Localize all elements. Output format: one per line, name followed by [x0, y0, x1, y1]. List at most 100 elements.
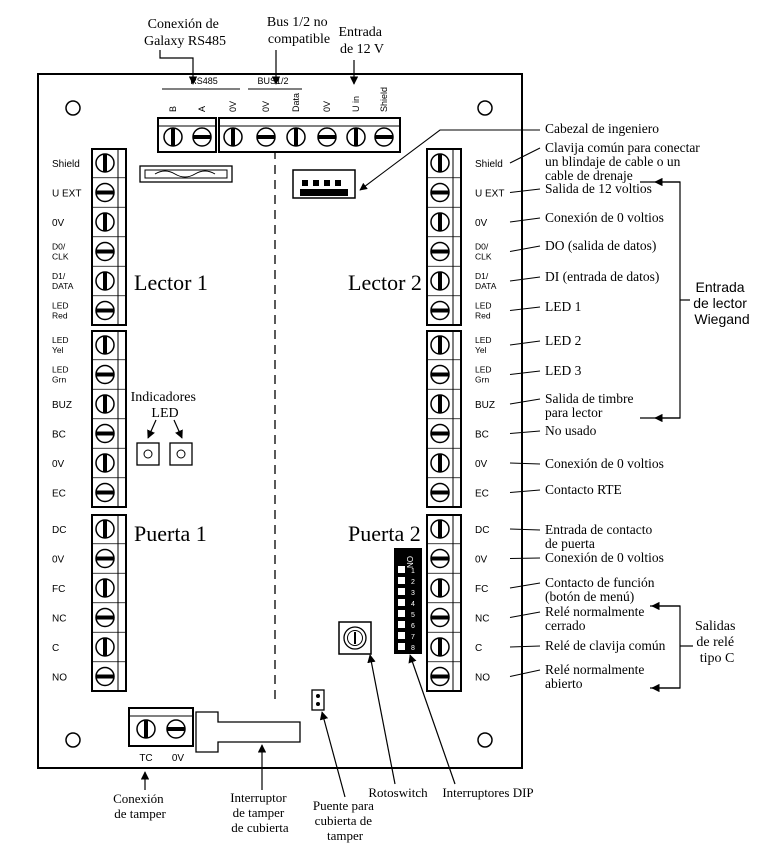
- screw-terminal-icon: [95, 637, 115, 657]
- dip-number: 5: [411, 612, 415, 619]
- terminal-label: FC: [52, 584, 65, 595]
- terminal-label: Shield: [475, 159, 503, 170]
- screw-terminal-icon: [95, 607, 115, 628]
- terminal-label: 0V: [52, 555, 65, 566]
- dip-key: [398, 610, 405, 617]
- screw-terminal-icon: [95, 271, 115, 291]
- top-pin-label: 0V: [228, 101, 238, 112]
- left-terminal-strip: [91, 148, 127, 692]
- label-salidas-rele: Salidas de relé tipo C: [695, 619, 739, 666]
- top-terminal-blocks: [157, 117, 401, 153]
- leader-engineer-header: [359, 129, 540, 191]
- annotation-label: Conexión de 0 voltios: [545, 550, 664, 565]
- screw-terminal-icon: [430, 453, 450, 473]
- dip-key: [398, 643, 405, 650]
- label-wiegand: Entrada de lector Wiegand: [693, 279, 751, 327]
- leader-line: [509, 398, 541, 405]
- mounting-hole-icon: [65, 732, 81, 748]
- led-indicator-icon: [169, 442, 193, 466]
- terminal-label: NC: [52, 614, 66, 625]
- dip-key: [398, 599, 405, 606]
- engineer-header-icon: [292, 169, 356, 199]
- screw-terminal-icon: [95, 453, 115, 473]
- tamper-jumper-icon: [311, 689, 325, 711]
- annotation-label: LED 2: [545, 333, 581, 348]
- top-pin-label: U in: [351, 96, 361, 112]
- label-rotoswitch: Rotoswitch: [368, 785, 428, 800]
- leader-line: [509, 645, 541, 648]
- tamper-terminal-tc: TC: [139, 753, 152, 764]
- dip-number: 4: [411, 601, 415, 608]
- screw-terminal-icon: [430, 548, 450, 569]
- right-terminal-strip: [426, 148, 462, 692]
- terminal-label: EC: [52, 489, 66, 500]
- screw-terminal-icon: [430, 271, 450, 291]
- label-interruptor-tamper: Interruptor de tamper de cubierta: [230, 790, 290, 835]
- tamper-terminal-block: [128, 707, 194, 747]
- terminal-label: D1/DATA: [475, 271, 497, 291]
- terminal-label: U EXT: [52, 189, 81, 200]
- terminal-label: 0V: [475, 459, 488, 470]
- cover-tamper-switch-icon: [195, 711, 301, 753]
- dip-number: 3: [411, 590, 415, 597]
- label-galaxy-rs485: Conexión de Galaxy RS485: [144, 17, 226, 49]
- screw-terminal-icon: [430, 364, 450, 385]
- screw-terminal-icon: [256, 127, 276, 147]
- screw-terminal-icon: [136, 719, 156, 739]
- screw-terminal-icon: [95, 666, 115, 687]
- screw-terminal-icon: [286, 127, 306, 147]
- leader-line: [509, 276, 541, 282]
- label-indicadores-led: Indicadores LED: [131, 390, 200, 421]
- dip-number: 7: [411, 634, 415, 641]
- screw-terminal-icon: [430, 423, 450, 444]
- label-bus-no-compatible: Bus 1/2 no compatible: [267, 15, 331, 47]
- screw-terminal-icon: [374, 127, 394, 147]
- fuse-icon: [139, 165, 233, 183]
- terminal-label: BUZ: [52, 400, 72, 411]
- screw-terminal-icon: [166, 719, 186, 739]
- mounting-hole-icon: [477, 100, 493, 116]
- terminal-label: BUZ: [475, 400, 495, 411]
- title-puerta-2: Puerta 2: [348, 521, 421, 546]
- dip-key: [398, 566, 405, 573]
- label-conexion-tamper: Conexión de tamper: [113, 791, 167, 821]
- annotation-label: LED 3: [545, 363, 582, 378]
- screw-terminal-icon: [95, 548, 115, 569]
- mounting-hole-icon: [65, 100, 81, 116]
- label-entrada-12v: Entrada de 12 V: [338, 25, 385, 57]
- leader-line: [509, 669, 541, 678]
- screw-terminal-icon: [430, 637, 450, 657]
- terminal-label: EC: [475, 489, 489, 500]
- leader-line: [509, 370, 541, 376]
- screw-terminal-icon: [346, 127, 366, 147]
- annotation-label: No usado: [545, 423, 597, 438]
- top-pin-label: 0V: [261, 101, 271, 112]
- terminal-label: D0/CLK: [475, 242, 492, 262]
- terminal-label: D0/CLK: [52, 242, 69, 262]
- screw-terminal-icon: [430, 182, 450, 203]
- terminal-label: 0V: [475, 218, 488, 229]
- dip-number: 8: [411, 645, 415, 652]
- title-lector-2: Lector 2: [348, 270, 422, 295]
- dip-key: [398, 588, 405, 595]
- terminal-label: NO: [52, 673, 67, 684]
- leader-line: [509, 528, 541, 531]
- screw-terminal-icon: [95, 241, 115, 262]
- annotation-label: Relé de clavija común: [545, 638, 666, 653]
- annotation-label: DI (entrada de datos): [545, 269, 659, 284]
- terminal-label: C: [52, 643, 59, 654]
- screw-terminal-icon: [430, 578, 450, 598]
- bus12-label: BUS1/2: [257, 76, 288, 86]
- top-pin-label: 0V: [322, 101, 332, 112]
